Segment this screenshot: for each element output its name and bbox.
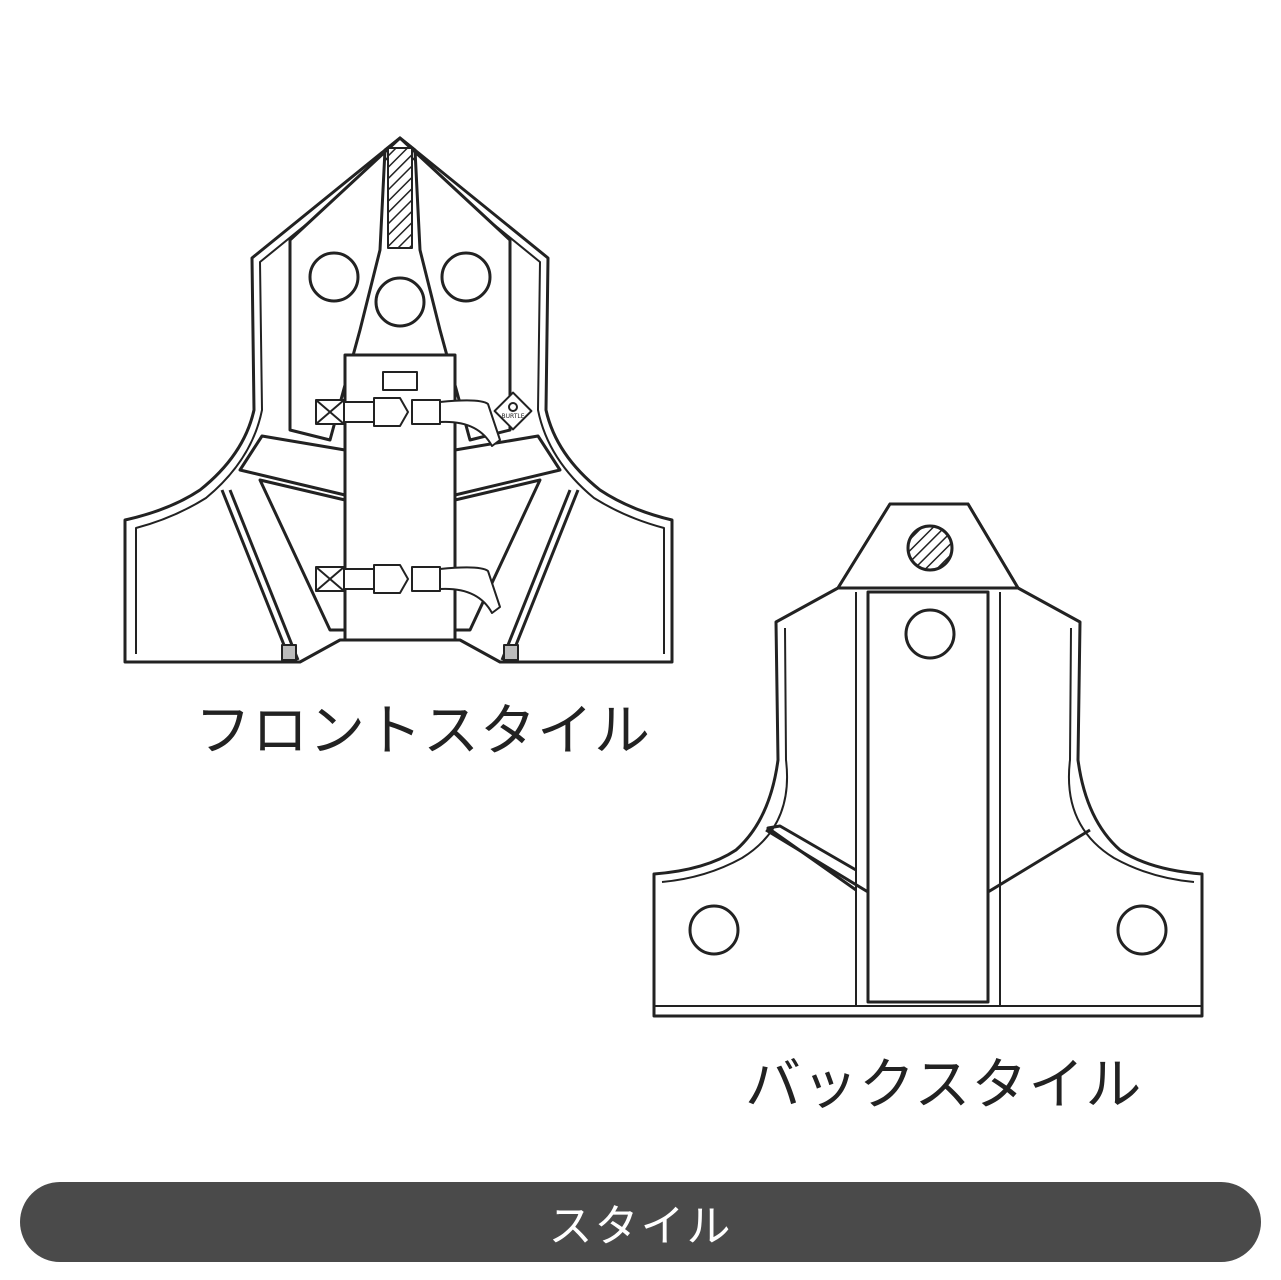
front-fan-port <box>440 251 492 303</box>
svg-text:BURTLE: BURTLE <box>501 413 524 420</box>
brand-logo: BURTLE <box>493 391 533 431</box>
back-vest <box>652 502 1204 1018</box>
front-buckle-lower <box>315 564 501 614</box>
section-label-bar: スタイル <box>20 1182 1261 1262</box>
front-vest: BURTLE <box>123 136 674 664</box>
back-style-caption: バックスタイル <box>745 1053 1143 1118</box>
front-fan-port <box>308 251 360 303</box>
front-buckle-upper <box>315 397 501 447</box>
back-fan-port <box>1116 904 1168 956</box>
back-fan-port <box>688 904 740 956</box>
front-label-patch <box>382 371 418 391</box>
back-fan-port <box>904 608 956 660</box>
collar-mesh <box>387 147 413 249</box>
front-fan-port <box>374 276 426 328</box>
back-neck-mesh <box>906 524 954 572</box>
section-label: スタイル <box>548 1201 733 1252</box>
front-style-caption: フロントスタイル <box>195 699 651 764</box>
back-center-panel <box>866 590 990 1004</box>
